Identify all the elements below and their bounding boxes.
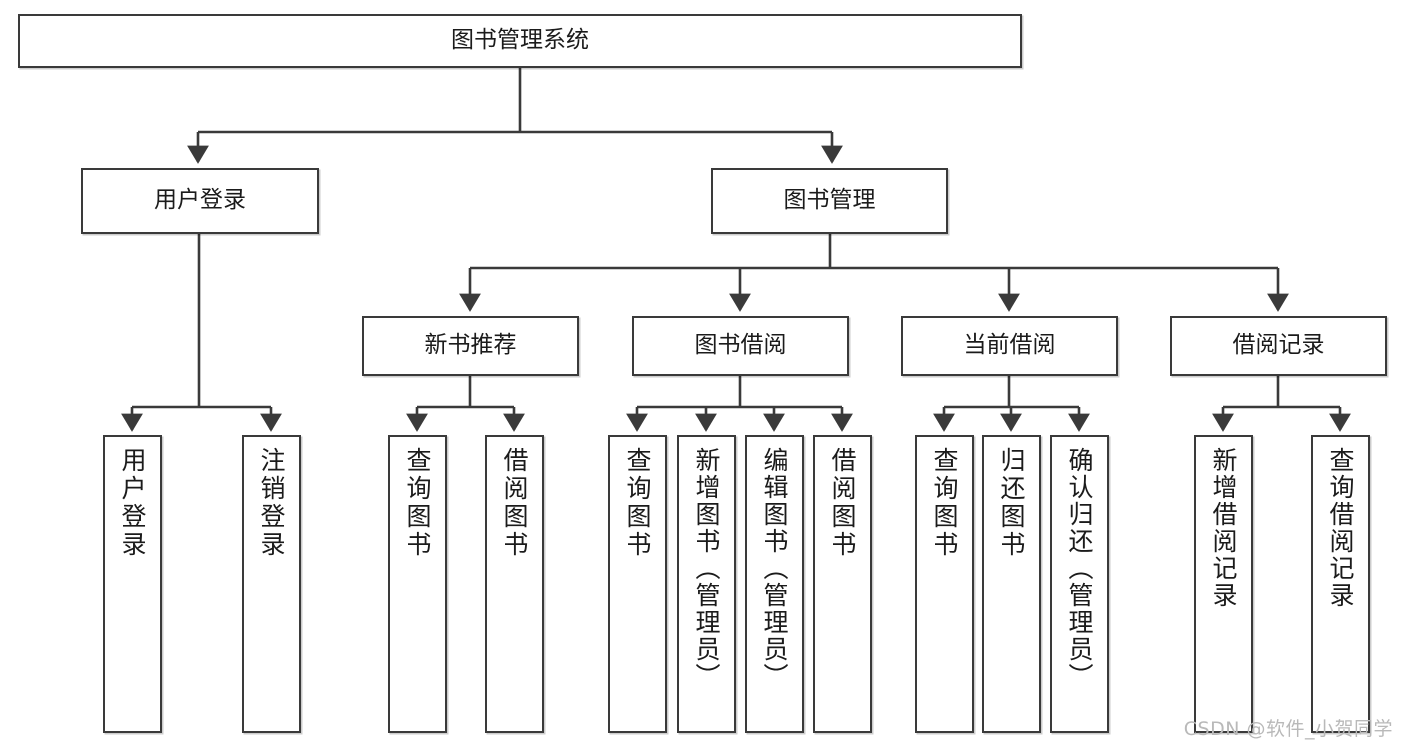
node-leaf-add-book[interactable]: 新增图书（管理员） <box>677 435 736 733</box>
node-leaf-user-login[interactable]: 用户登录 <box>103 435 162 733</box>
node-leaf-query-book-3[interactable]: 查询图书 <box>915 435 974 733</box>
node-leaf-add-book-label: 新增图书（管理员） <box>692 447 721 690</box>
node-leaf-query-book-1[interactable]: 查询图书 <box>388 435 447 733</box>
node-book-manage[interactable]: 图书管理 <box>711 168 948 234</box>
node-leaf-query-book-2[interactable]: 查询图书 <box>608 435 667 733</box>
node-book-borrow[interactable]: 图书借阅 <box>632 316 849 376</box>
node-leaf-confirm-return[interactable]: 确认归还（管理员） <box>1050 435 1109 733</box>
node-new-book-recommend[interactable]: 新书推荐 <box>362 316 579 376</box>
node-new-book-recommend-label: 新书推荐 <box>424 332 517 359</box>
node-leaf-confirm-return-label: 确认归还（管理员） <box>1065 447 1094 690</box>
node-leaf-query-record[interactable]: 查询借阅记录 <box>1311 435 1370 733</box>
node-root-label: 图书管理系统 <box>451 27 589 54</box>
node-borrow-record-label: 借阅记录 <box>1232 332 1325 359</box>
node-leaf-query-book-3-label: 查询图书 <box>930 447 959 559</box>
node-leaf-user-login-label: 用户登录 <box>118 447 147 559</box>
node-leaf-borrow-book-1-label: 借阅图书 <box>500 447 529 559</box>
node-user-login[interactable]: 用户登录 <box>81 168 319 234</box>
node-current-borrow-label: 当前借阅 <box>963 332 1056 359</box>
node-user-login-label: 用户登录 <box>154 187 246 214</box>
node-leaf-borrow-book-2[interactable]: 借阅图书 <box>813 435 872 733</box>
node-current-borrow[interactable]: 当前借阅 <box>901 316 1118 376</box>
node-leaf-add-record[interactable]: 新增借阅记录 <box>1194 435 1253 733</box>
node-book-borrow-label: 图书借阅 <box>694 332 787 359</box>
node-leaf-query-record-label: 查询借阅记录 <box>1326 447 1355 609</box>
node-leaf-edit-book[interactable]: 编辑图书（管理员） <box>745 435 804 733</box>
node-root[interactable]: 图书管理系统 <box>18 14 1022 68</box>
node-leaf-borrow-book-2-label: 借阅图书 <box>828 447 857 559</box>
node-leaf-add-record-label: 新增借阅记录 <box>1209 447 1238 609</box>
node-leaf-return-book-label: 归还图书 <box>997 447 1026 559</box>
node-leaf-query-book-1-label: 查询图书 <box>403 447 432 559</box>
node-borrow-record[interactable]: 借阅记录 <box>1170 316 1387 376</box>
node-leaf-logout-login[interactable]: 注销登录 <box>242 435 301 733</box>
node-leaf-return-book[interactable]: 归还图书 <box>982 435 1041 733</box>
node-leaf-borrow-book-1[interactable]: 借阅图书 <box>485 435 544 733</box>
node-leaf-logout-login-label: 注销登录 <box>257 447 286 559</box>
node-book-manage-label: 图书管理 <box>783 187 876 214</box>
node-leaf-query-book-2-label: 查询图书 <box>623 447 652 559</box>
node-leaf-edit-book-label: 编辑图书（管理员） <box>760 447 789 690</box>
